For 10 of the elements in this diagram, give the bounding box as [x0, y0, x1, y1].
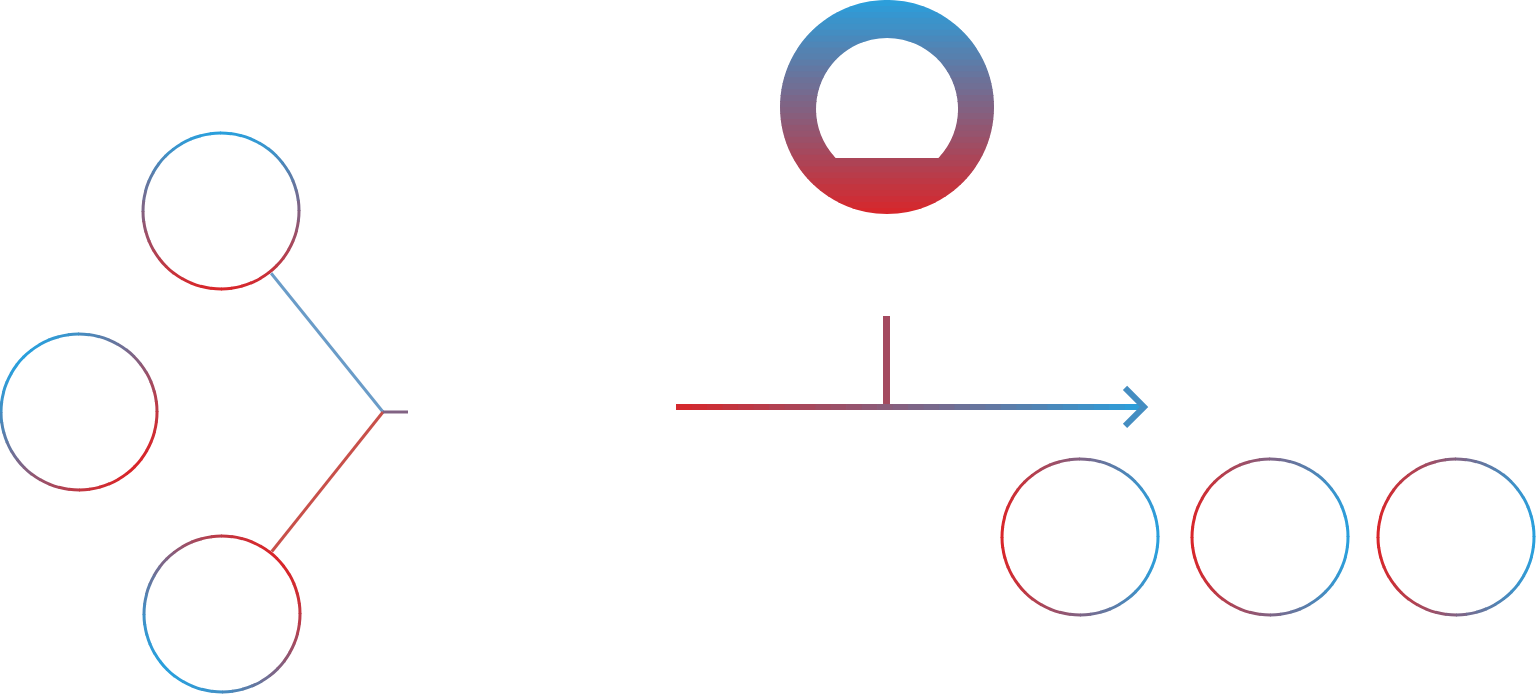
circle [1376, 457, 1536, 617]
circle [1000, 457, 1160, 617]
connector-line [383, 410, 408, 414]
circle [141, 131, 301, 291]
circle [142, 534, 302, 694]
connector-line [269, 272, 385, 413]
ring-drawing [780, 0, 994, 214]
circle [0, 332, 159, 492]
circle [1190, 457, 1350, 617]
connector-line [270, 411, 385, 553]
